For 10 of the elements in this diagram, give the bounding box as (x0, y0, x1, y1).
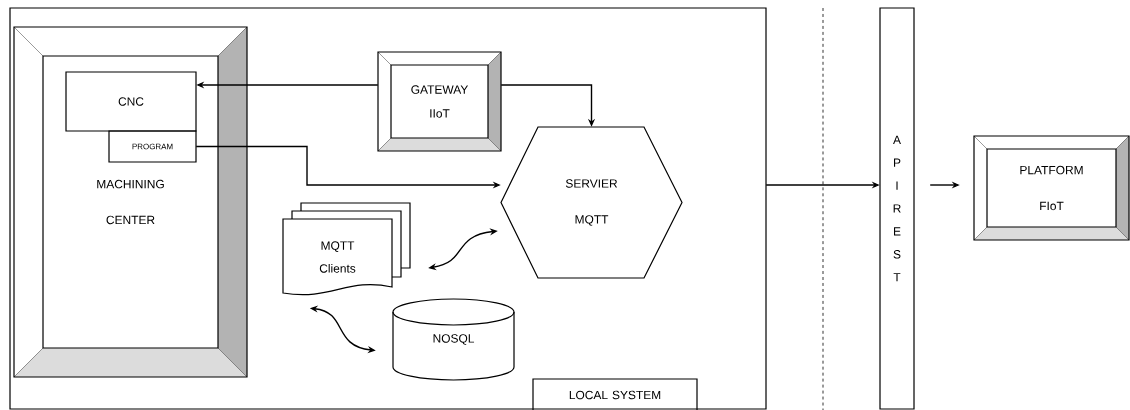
node-label: NOSQL (433, 334, 475, 345)
document-stack: MQTT Clients (282, 202, 411, 296)
database-cylinder: NOSQL (392, 298, 515, 381)
label-box: LOCAL SYSTEM (532, 378, 698, 410)
server-hexagon: SERVIER MQTT (500, 126, 683, 279)
api-bar: API REST (879, 7, 915, 410)
platform-box: PLATFORM FIoT (973, 135, 1130, 241)
gateway-box: GATEWAY IIoT (377, 51, 502, 152)
cnc-box: CNC (65, 71, 197, 132)
system-frame (9, 7, 767, 410)
